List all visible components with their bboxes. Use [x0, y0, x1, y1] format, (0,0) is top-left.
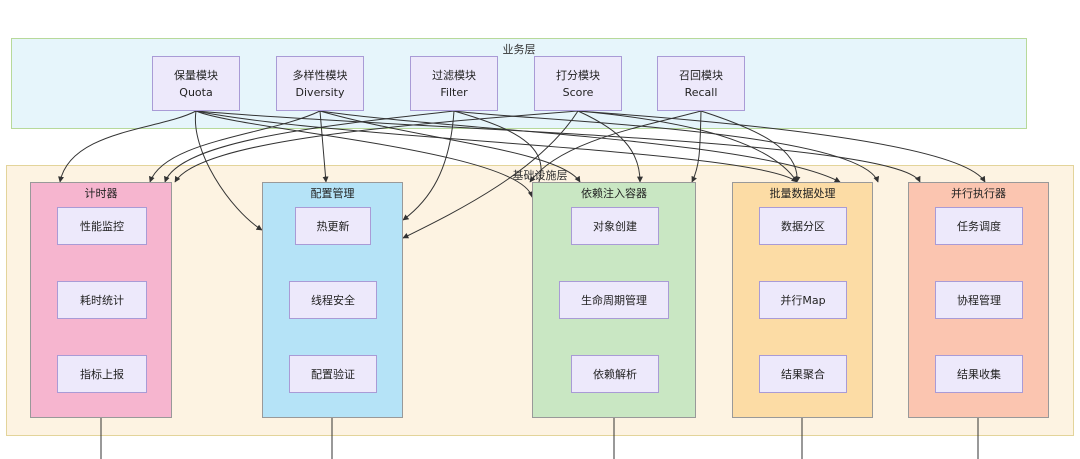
di-item-lifecycle[interactable]: 生命周期管理 [559, 281, 669, 319]
module-recall[interactable]: 召回模块 Recall [657, 56, 745, 111]
business-layer-title: 业务层 [502, 43, 536, 56]
module-score-zh: 打分模块 [556, 68, 600, 82]
module-quota[interactable]: 保量模块 Quota [152, 56, 240, 111]
module-score-en: Score [562, 85, 594, 99]
group-di-container: 依赖注入容器 对象创建 生命周期管理 依赖解析 [532, 182, 696, 418]
module-diversity-zh: 多样性模块 [292, 68, 348, 82]
module-recall-zh: 召回模块 [679, 68, 723, 82]
group-parallel-executor: 并行执行器 任务调度 协程管理 结果收集 [908, 182, 1049, 418]
module-filter[interactable]: 过滤模块 Filter [410, 56, 498, 111]
group-config-title: 配置管理 [310, 187, 355, 200]
module-diversity-en: Diversity [295, 85, 345, 99]
group-batch-title: 批量数据处理 [769, 187, 836, 200]
group-parallel-title: 并行执行器 [951, 187, 1006, 200]
parallel-item-coroutine[interactable]: 协程管理 [935, 281, 1023, 319]
module-filter-en: Filter [440, 85, 468, 99]
parallel-item-scheduling[interactable]: 任务调度 [935, 207, 1023, 245]
group-timer-title: 计时器 [84, 187, 118, 200]
parallel-item-collect[interactable]: 结果收集 [935, 355, 1023, 393]
group-timer: 计时器 性能监控 耗时统计 指标上报 [30, 182, 172, 418]
batch-item-aggregate[interactable]: 结果聚合 [759, 355, 847, 393]
di-item-object-create[interactable]: 对象创建 [571, 207, 659, 245]
di-item-dependency-resolve[interactable]: 依赖解析 [571, 355, 659, 393]
group-di-title: 依赖注入容器 [581, 187, 647, 200]
timer-item-metric-report[interactable]: 指标上报 [57, 355, 147, 393]
batch-item-partition[interactable]: 数据分区 [759, 207, 847, 245]
config-item-validation[interactable]: 配置验证 [289, 355, 377, 393]
config-item-hot-update[interactable]: 热更新 [295, 207, 371, 245]
module-quota-zh: 保量模块 [174, 68, 218, 82]
module-recall-en: Recall [684, 85, 718, 99]
batch-item-parallel-map[interactable]: 并行Map [759, 281, 847, 319]
module-filter-zh: 过滤模块 [432, 68, 476, 82]
group-config: 配置管理 热更新 线程安全 配置验证 [262, 182, 403, 418]
group-batch: 批量数据处理 数据分区 并行Map 结果聚合 [732, 182, 873, 418]
module-quota-en: Quota [179, 85, 213, 99]
infra-layer-title: 基础设施层 [512, 169, 568, 182]
module-diversity[interactable]: 多样性模块 Diversity [276, 56, 364, 111]
module-score[interactable]: 打分模块 Score [534, 56, 622, 111]
timer-item-time-stats[interactable]: 耗时统计 [57, 281, 147, 319]
config-item-thread-safe[interactable]: 线程安全 [289, 281, 377, 319]
timer-item-perf-monitor[interactable]: 性能监控 [57, 207, 147, 245]
